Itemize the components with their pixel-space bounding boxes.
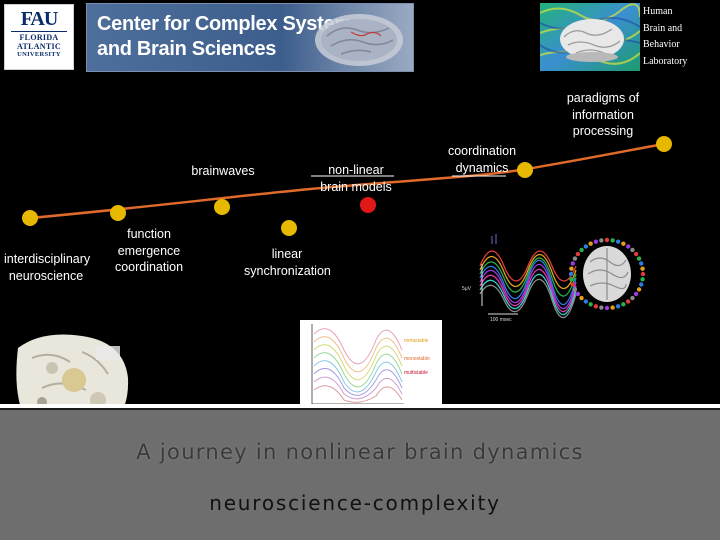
brain-dot [630,295,635,301]
footer-band [0,404,720,540]
label-brainwaves: brainwaves [191,164,255,178]
label-interdisciplinary: interdisciplinary neuroscience [4,252,91,283]
brain-dot [588,241,593,246]
node-coordination[interactable] [517,162,533,178]
legend-monostable: monostable [404,356,430,362]
node-function[interactable] [110,205,126,221]
brain-dot [599,305,604,310]
brain-dot [569,277,574,282]
footer-stripe-dark [0,408,720,410]
brain-dot [630,247,635,253]
label-coordination: coordination dynamics [447,144,517,175]
brain-dot [604,305,610,311]
fau-line1: FLORIDA [19,33,59,42]
brain-dot [570,261,575,266]
lab-name: Human Brain and Behavior Laboratory [643,6,688,67]
wave-time-label: 100 msec [490,317,512,323]
label-nonlinear: non-linear brain models [320,163,392,194]
brain-dot [583,244,589,249]
brain-dot [575,291,581,297]
brain-dot [610,238,615,243]
node-linear[interactable] [281,220,297,236]
timeline-curve [29,142,665,220]
node-brainwaves[interactable] [214,199,230,215]
brain-dot [615,304,621,309]
center-banner: Center for Complex Systems and Brain Sci… [86,3,414,72]
brain-dot [621,302,626,307]
brain-dot [593,239,599,244]
brain-dot [633,251,639,257]
brain-dot [599,238,604,243]
node-interdisciplinary[interactable] [22,210,38,226]
brain-dot [575,251,581,257]
brain-dot [639,261,644,266]
brain-dot [615,239,621,244]
brain-dot [633,291,639,297]
wave-axis-label: 5μV [462,286,472,292]
fau-logo: FAU FLORIDA ATLANTIC UNIVERSITY [4,4,74,70]
brain-dot [636,287,642,292]
label-paradigms: paradigms of information processing [566,91,640,138]
footer-title: A journey in nonlinear brain dynamics [136,440,584,464]
brain-dot [610,305,615,310]
brain-dot [640,277,645,282]
brain-dot [583,299,589,304]
brain-dot [604,237,610,243]
brain-dot [621,241,626,246]
brain-dot [640,266,645,271]
lab-brain-icon [540,3,640,71]
curves-plot: metastable monostable multistable [311,324,430,405]
node-paradigms[interactable] [656,136,672,152]
brain-dots-icon [568,237,646,311]
footer-stripe [0,404,720,408]
label-linear: linear synchronization [244,247,331,278]
brain-dot [579,247,584,253]
node-nonlinear[interactable] [360,197,376,213]
brain-dot [625,244,631,249]
brain-dot [572,256,578,261]
dynamics-curves-figure: metastable monostable multistable [300,320,442,408]
logo-divider [11,31,67,32]
brain-dot [640,271,646,277]
fau-monogram: FAU [20,8,59,30]
legend-multistable: multistable [404,370,428,376]
legend-metastable: metastable [404,338,429,344]
brain-dot [625,299,631,304]
brain-dot [588,302,593,307]
brain-dot [579,295,584,301]
brain-dot [572,287,578,292]
fau-line2: ATLANTIC [16,42,62,51]
footer-subtitle: neuroscience-complexity [209,491,501,515]
brain-dot [568,271,574,277]
brain-dot [570,282,575,287]
brain-dot [593,304,599,309]
brain-dot [569,266,574,271]
eeg-waves-figure: 5μV 100 msec [462,234,577,323]
label-function: function emergence coordination [114,227,184,274]
banner-brain-icon [315,14,403,66]
brain-dot [639,282,644,287]
brain-dot [636,256,642,261]
timeline [22,136,672,236]
fau-line3: UNIVERSITY [17,51,61,58]
